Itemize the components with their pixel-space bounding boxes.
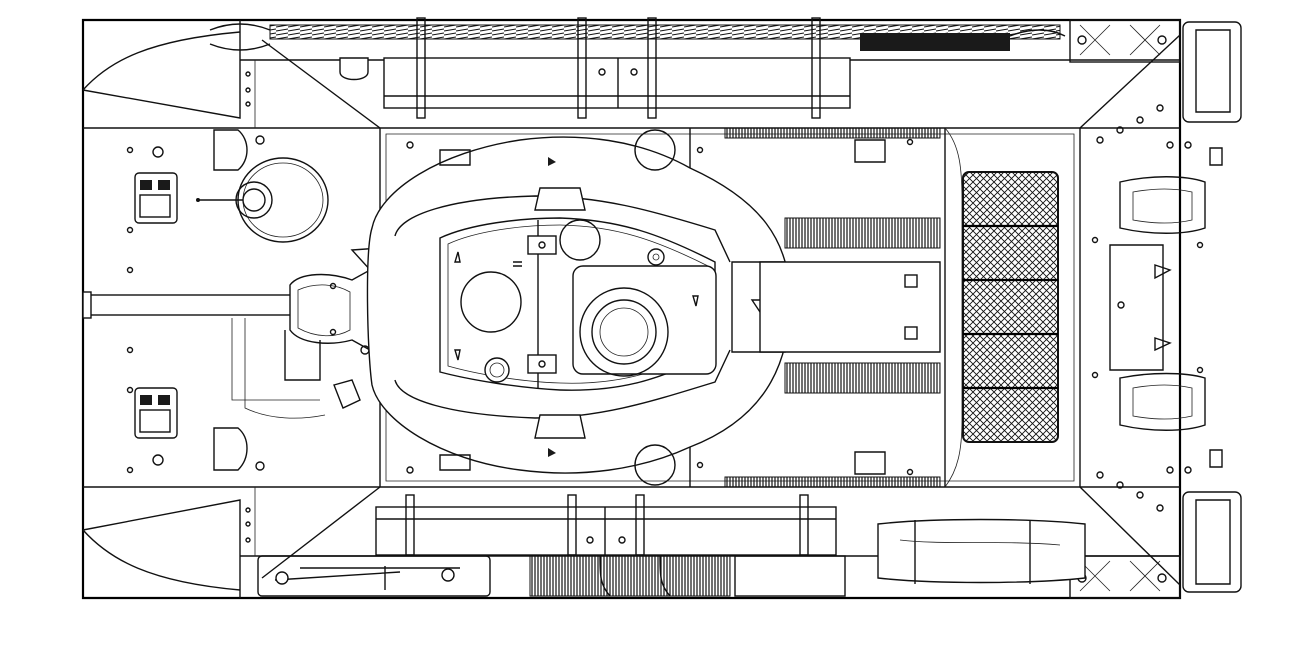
stowage-box-right <box>375 494 837 556</box>
commander-hatch <box>572 248 717 377</box>
tarp-roll <box>877 518 1086 584</box>
front-rivets <box>126 71 251 543</box>
rear-plate <box>1080 104 1206 512</box>
driver-hatch <box>196 157 329 243</box>
stowage-box-left <box>383 17 851 119</box>
fender-lamp <box>339 57 369 81</box>
gun-barrel <box>82 291 297 319</box>
loader-hatch <box>460 219 601 383</box>
engine-access-plate <box>696 138 941 476</box>
tow-hook <box>134 146 178 466</box>
louvre-panel <box>724 127 941 488</box>
exhaust-hood <box>1182 21 1242 593</box>
hull-mg <box>231 318 361 419</box>
engine-deck-grille <box>962 171 1059 443</box>
headlight <box>213 129 265 471</box>
bottom-tools <box>257 555 846 597</box>
tow-cable <box>209 23 1066 51</box>
turret-ring-mounts <box>406 129 676 486</box>
